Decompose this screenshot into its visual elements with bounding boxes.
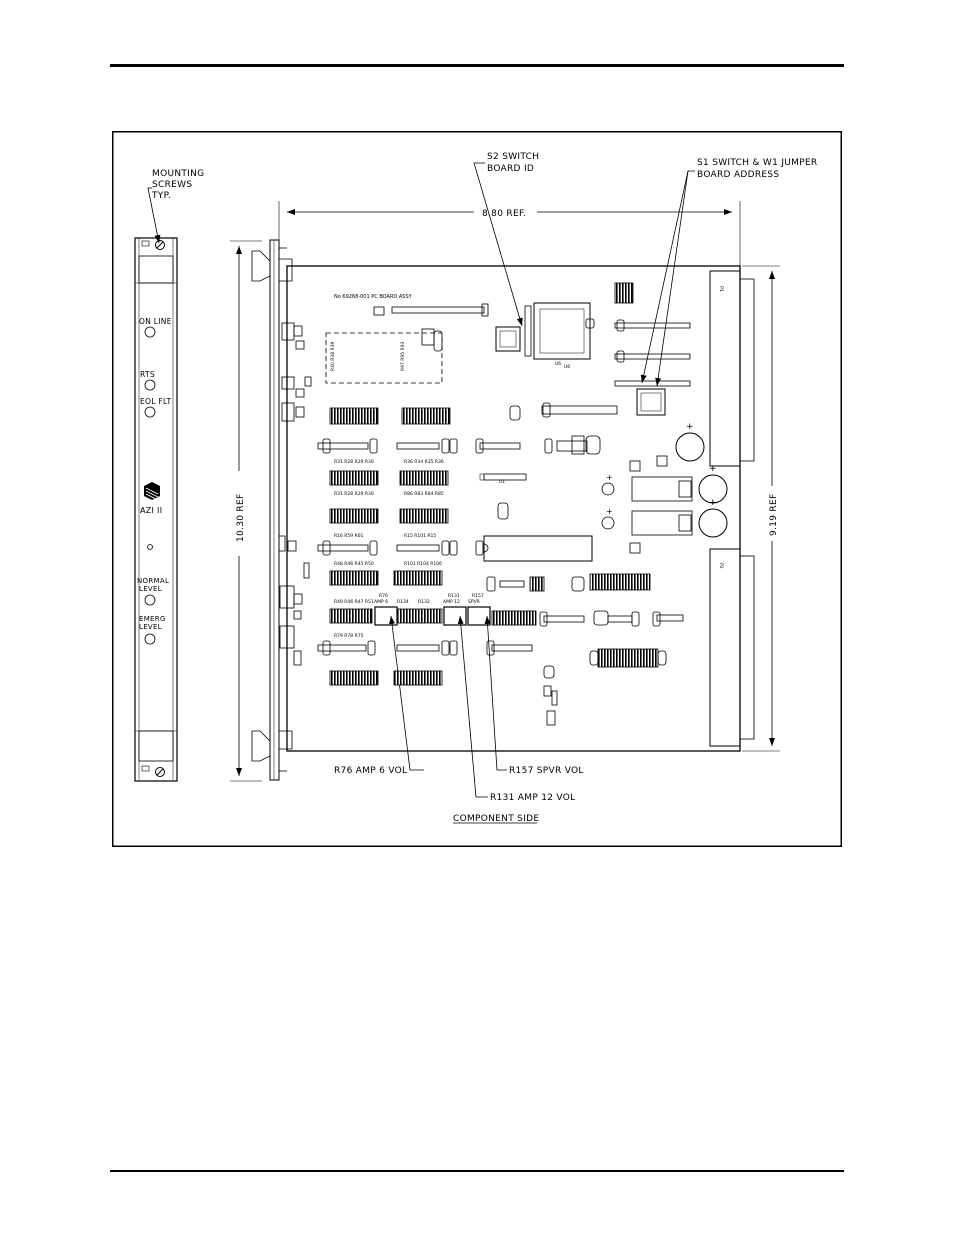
mounting-label-2: SCREWS	[152, 180, 192, 190]
panel-brand-label: AZI II	[140, 506, 162, 515]
mounting-label-1: MOUNTING	[152, 169, 204, 179]
emerg-level-control-icon	[144, 633, 156, 645]
r134-label: R134	[397, 599, 409, 605]
capacitor-icon	[698, 508, 728, 538]
board-bracket	[251, 239, 293, 781]
svg-text:R97 R95 R93: R97 R95 R93	[400, 341, 406, 371]
panel-rts-label: RTS	[140, 370, 155, 379]
svg-text:R79 R78 R75: R79 R78 R75	[334, 633, 364, 639]
rts-led-icon	[144, 379, 156, 391]
svg-text:R31 R28 R29 R30: R31 R28 R29 R30	[334, 491, 374, 497]
panel-eol-flt-label: EOL FLT	[140, 397, 171, 406]
u6-label: U6	[555, 361, 561, 367]
svg-text:R48 R46 R45 R50: R48 R46 R45 R50	[334, 561, 374, 567]
panel-on-line-label: ON LINE	[139, 317, 172, 326]
s2-switch	[495, 326, 521, 352]
normal-level-control-icon	[144, 594, 156, 606]
svg-text:R31 R28 R29 R30: R31 R28 R29 R30	[334, 459, 374, 465]
panel-emerg-label-1: EMERG	[139, 615, 166, 623]
amp12-label: AMP 12	[443, 599, 460, 605]
u1-chip	[483, 535, 593, 562]
width-ref-label: 8.80 REF.	[482, 209, 526, 219]
r157-callout: R157 SPVR VOL	[509, 766, 584, 776]
screw-icon	[155, 767, 165, 777]
azi-logo-icon	[144, 482, 160, 500]
svg-text:R101 R104 R106: R101 R104 R106	[404, 561, 442, 567]
s2-switch-label-2: BOARD ID	[487, 164, 534, 174]
capacitor-icon	[675, 432, 705, 462]
dashed-component-area	[325, 332, 443, 384]
spvr-label: SPVR	[468, 599, 480, 605]
r132-label: R132	[418, 599, 430, 605]
r131-label: R131	[448, 593, 460, 599]
r131-pot	[443, 606, 467, 626]
capacitor-icon	[698, 474, 728, 504]
board-layout-drawing: MOUNTING SCREWS TYP. S2 SWITCH BOARD ID …	[112, 131, 842, 847]
svg-text:U1: U1	[499, 479, 505, 485]
pc-board: No 69268-001 PC BOARD ASSY P1 P2 U6	[279, 265, 755, 752]
component-designators: R40 R38 R39 R97 R95 R93 R31 R28 R29 R30 …	[330, 341, 570, 639]
s2-leader	[473, 162, 523, 327]
s1-switch-label-1: S1 SWITCH & W1 JUMPER	[697, 158, 818, 168]
r157-pot	[467, 606, 491, 626]
screw-icon	[155, 240, 165, 250]
s1-switch-label-2: BOARD ADDRESS	[697, 170, 779, 180]
r157-label: R157	[472, 593, 484, 599]
s2-switch-label-1: S2 SWITCH	[487, 152, 539, 162]
panel-normal-label-2: LEVEL	[139, 585, 162, 593]
on-line-led-icon	[144, 326, 156, 338]
u6-chip	[533, 302, 591, 360]
svg-text:R15 R101 R15: R15 R101 R15	[404, 533, 436, 539]
board-height-ref-label: 9.19 REF	[769, 494, 779, 536]
height-ref-label: 10.30 REF	[236, 494, 246, 542]
component-side-label: COMPONENT SIDE	[453, 814, 539, 824]
r157-leader	[484, 615, 507, 771]
footer-rule	[110, 1170, 844, 1172]
svg-text:+: +	[686, 422, 694, 432]
svg-text:R86 R83 R84 R85: R86 R83 R84 R85	[404, 491, 444, 497]
amp6-label: AMP 6	[374, 599, 388, 605]
svg-text:R49 R46 R47 R51: R49 R46 R47 R51	[334, 599, 374, 605]
svg-text:R36 R34 R35 R36: R36 R34 R35 R36	[404, 459, 444, 465]
r131-callout: R131 AMP 12 VOL	[490, 793, 575, 803]
r76-pot	[374, 606, 398, 626]
r131-leader	[457, 615, 488, 798]
board-layout-figure: MOUNTING SCREWS TYP. S2 SWITCH BOARD ID …	[112, 131, 842, 847]
s1-leader	[640, 170, 695, 384]
r76-label: R76	[379, 593, 388, 599]
p1-label: P1	[718, 286, 724, 292]
eol-flt-led-icon	[144, 406, 156, 418]
p2-label: P2	[718, 563, 724, 569]
panel-emerg-label-2: LEVEL	[139, 623, 162, 631]
svg-text:+: +	[606, 473, 613, 482]
svg-text:U6: U6	[564, 364, 570, 370]
board-assy-label: No 69268-001 PC BOARD ASSY	[334, 294, 413, 300]
r76-callout: R76 AMP 6 VOL	[334, 766, 407, 776]
figure-frame	[112, 131, 842, 847]
mounting-leader	[147, 187, 161, 244]
indicator-icon	[147, 544, 153, 550]
s1-switch	[636, 388, 666, 416]
svg-text:R40 R38 R39: R40 R38 R39	[330, 341, 336, 371]
w1-leader	[655, 170, 689, 387]
svg-text:R16 R59 R61: R16 R59 R61	[334, 533, 364, 539]
mounting-label-3: TYP.	[151, 191, 171, 201]
header-rule	[110, 64, 844, 67]
panel-normal-label-1: NORMAL	[137, 577, 169, 585]
front-panel: ON LINE RTS EOL FLT AZI II NORMAL LEVEL …	[134, 237, 178, 782]
svg-text:+: +	[709, 464, 717, 474]
svg-text:+: +	[709, 498, 717, 508]
svg-text:+: +	[606, 507, 613, 516]
r76-leader	[389, 615, 424, 771]
